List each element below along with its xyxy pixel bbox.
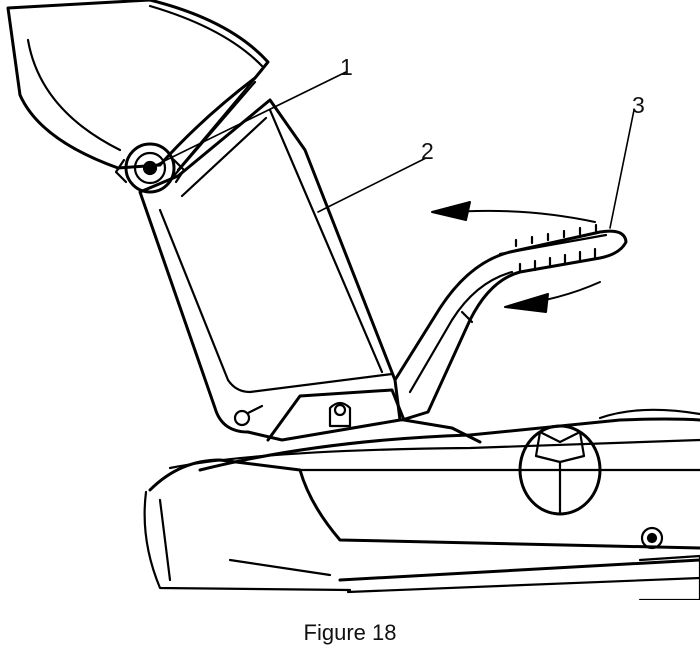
base-housing xyxy=(145,390,700,600)
callout-1: 1 xyxy=(340,56,353,79)
callout-3: 3 xyxy=(632,94,645,117)
snowblower-chute-diagram xyxy=(0,0,700,600)
figure-caption: Figure 18 xyxy=(0,620,700,646)
control-handle xyxy=(395,225,626,420)
chute-support xyxy=(140,100,400,440)
leader-lines xyxy=(150,72,634,228)
rotation-arrows xyxy=(432,202,600,312)
callout-2: 2 xyxy=(421,140,434,163)
